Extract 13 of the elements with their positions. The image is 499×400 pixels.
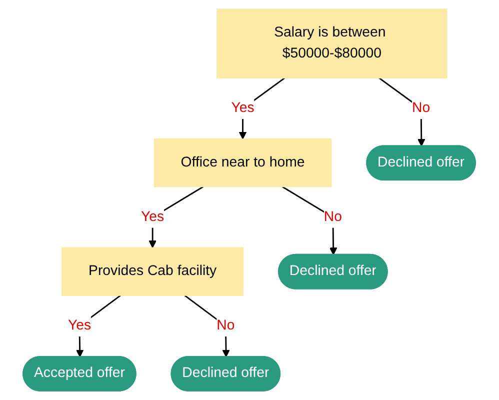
edge-label: Yes [141,209,164,224]
arrow [239,77,286,140]
edge-label: No [412,100,430,116]
edge-label: Yes [68,318,92,334]
node-box: Salary is between $50000-$80000 [216,8,448,78]
edge-label: No [324,209,342,224]
arrow [148,186,204,248]
node-box: Office near to home [154,138,332,188]
node-box: Provides Cab facility [62,247,244,296]
arrow [76,294,122,358]
edge-label: Yes [231,100,255,116]
arrow [282,186,338,256]
edge-label: No [216,318,235,334]
